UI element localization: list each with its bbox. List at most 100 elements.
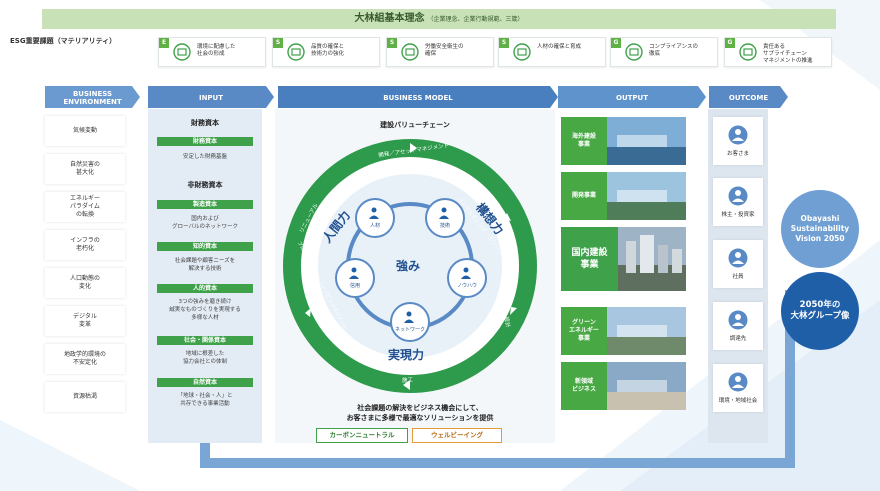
esg-text: 環境に配慮した 社会の形成: [197, 44, 236, 57]
financial-capital-desc: 安定した財務基盤: [182, 154, 227, 160]
outcome-label: お客さま: [726, 151, 749, 157]
node-label: 信用: [349, 283, 360, 289]
esg-tag: S: [273, 38, 283, 48]
header-output: OUTPUT: [616, 93, 648, 102]
esg-text: 品質の確保と 技術力の強化: [311, 44, 345, 57]
output-domestic-construction: 国内建設 事業: [561, 227, 618, 291]
environment-item: デジタル 変革: [45, 306, 125, 336]
shareholder-icon: [728, 186, 748, 206]
helmet-icon: [401, 43, 419, 61]
output-photo: [607, 172, 686, 220]
environment-item: 地政学的環境の 不安定化: [45, 344, 125, 374]
node-label: 技術: [439, 223, 450, 229]
node-label: ノウハウ: [456, 283, 477, 289]
outcome-label: 環境・地域社会: [718, 398, 758, 404]
output-label: 新領域 ビジネス: [561, 362, 607, 410]
vision-2050-circle: Obayashi Sustainability Vision 2050: [781, 190, 859, 268]
esg-text: 人材の確保と育成: [537, 44, 582, 50]
gear-quality-icon: [287, 43, 305, 61]
environment-item: 人口動態の 変化: [45, 268, 125, 298]
supplier-icon: [728, 310, 748, 330]
esg-tag: G: [611, 38, 621, 48]
capital-desc: 社会課題や顧客ニーズを 解決する技術: [174, 258, 236, 272]
customer-icon: [728, 125, 748, 145]
node-label: 人材: [369, 223, 380, 229]
financial-capital-bar: 財務資本: [157, 137, 253, 146]
eco-building-icon: [173, 43, 191, 61]
esg-text: 労働安全衛生の 確保: [425, 44, 464, 57]
node-label: ネットワーク: [394, 327, 425, 333]
input-column: [148, 109, 262, 443]
esg-tag: E: [159, 38, 169, 48]
output-photo: [607, 362, 686, 410]
environment-item: インフラの 老朽化: [45, 230, 125, 260]
capital-bar: 社会・関係資本: [157, 336, 253, 345]
group-image-circle: 2050年の 大林グループ像: [781, 272, 859, 350]
outcome-label: 株主・投資家: [721, 212, 755, 218]
capital-desc: 「地球・社会・人」と 共存できる事業活動: [177, 393, 233, 407]
esg-item: E 環境に配慮した 社会の形成: [158, 37, 266, 67]
output-item: 開発事業: [561, 172, 686, 220]
output-item: グリーン エネルギー 事業: [561, 307, 686, 355]
header-business-environment: BUSINESS ENVIRONMENT: [63, 89, 122, 106]
node-icon: [437, 205, 451, 219]
esg-text: コンプライアンスの 徹底: [649, 44, 699, 57]
capital-bar: 製造資本: [157, 200, 253, 209]
capital-desc: 3つの強みを磨き続け 誠実なものづくりを実現する 多様な人材: [169, 299, 241, 321]
esg-item: G コンプライアンスの 徹底: [610, 37, 718, 67]
value-chain-title: 建設バリューチェーン: [380, 121, 450, 129]
output-label: 海外建設 事業: [561, 117, 607, 165]
carbon-neutral-pill: カーボンニュートラル: [316, 428, 408, 443]
environment-item: 自然災害の 甚大化: [45, 154, 125, 184]
node-icon: [402, 309, 416, 323]
outcome-item: 社員: [713, 240, 763, 288]
output-photo-domestic: [618, 227, 686, 291]
output-photo: [607, 307, 686, 355]
header-outcome: OUTCOME: [728, 93, 769, 102]
document-check-icon: [625, 43, 643, 61]
environment-item: エネルギー パラダイム の転換: [45, 192, 125, 222]
output-photo: [607, 117, 686, 165]
esg-tag: S: [387, 38, 397, 48]
strength-node: ネットワーク: [390, 302, 430, 342]
environment-item: 資源枯渇: [45, 382, 125, 412]
community-icon: [728, 372, 748, 392]
strength-node: 人材: [355, 198, 395, 238]
output-item: 新領域 ビジネス: [561, 362, 686, 410]
capital-bar: 自然資本: [157, 378, 253, 387]
esg-tag: S: [499, 38, 509, 48]
output-label: グリーン エネルギー 事業: [561, 307, 607, 355]
esg-tag: G: [725, 38, 735, 48]
strength-node: ノウハウ: [447, 258, 487, 298]
solution-message: 社会課題の解決をビジネス機会にして、 お客さまに多様で最適なソリューションを提供: [346, 404, 494, 422]
node-icon: [367, 205, 381, 219]
outcome-item: お客さま: [713, 117, 763, 165]
employee-icon: [728, 248, 748, 268]
capital-desc: 国内および グローバルのネットワーク: [172, 216, 238, 230]
output-label: 開発事業: [561, 172, 607, 220]
strength-node: 信用: [335, 258, 375, 298]
esg-item: S 人材の確保と育成: [498, 37, 606, 67]
ring-label-design: 設計: [502, 316, 511, 329]
esg-item: G 責任ある サプライチェーン マネジメントの推進: [724, 37, 832, 67]
esg-label: ESG重要課題（マテリアリティ）: [10, 37, 117, 45]
environment-item: 気候変動: [45, 116, 125, 146]
outcome-label: 調達先: [729, 336, 747, 342]
people-growth-icon: [513, 43, 531, 61]
node-icon: [347, 265, 361, 279]
esg-text: 責任ある サプライチェーン マネジメントの推進: [763, 44, 813, 64]
capital-desc: 地域に根差した 協力会社との体制: [183, 351, 227, 365]
outcome-item: 株主・投資家: [713, 178, 763, 226]
basic-philosophy-subtitle: （企業理念、企業行動規範、三箴）: [427, 16, 524, 23]
outcome-label: 社員: [732, 274, 744, 280]
header-input: INPUT: [198, 93, 224, 102]
outcome-item: 環境・地域社会: [713, 364, 763, 412]
handshake-icon: [739, 43, 757, 61]
node-icon: [459, 265, 473, 279]
wellbeing-pill: ウェルビーイング: [412, 428, 502, 443]
esg-item: S 品質の確保と 技術力の強化: [272, 37, 380, 67]
esg-item: S 労働安全衛生の 確保: [386, 37, 494, 67]
ring-label-construction: 施工: [402, 378, 414, 384]
strength-node: 技術: [425, 198, 465, 238]
basic-philosophy-title: 大林組基本理念: [354, 13, 425, 24]
